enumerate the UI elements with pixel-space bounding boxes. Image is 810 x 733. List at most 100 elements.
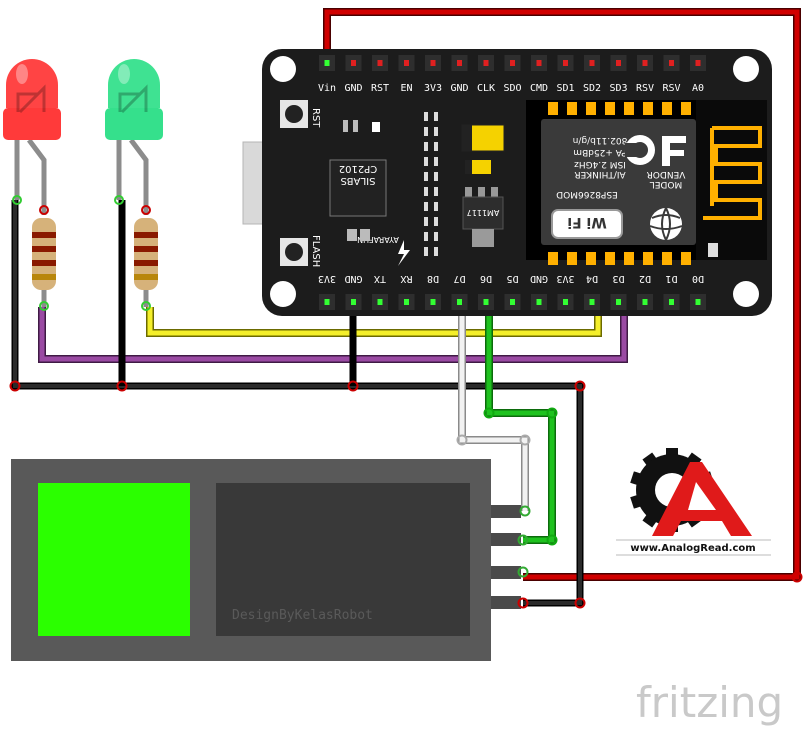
module-text-line: VENDOR xyxy=(647,169,686,179)
logo-url: www.AnalogRead.com xyxy=(630,543,755,554)
bottom-pin-label: D6 xyxy=(480,273,492,284)
bottom-pin xyxy=(663,294,680,310)
module-name: ESP8266MOD xyxy=(556,189,618,199)
regulator-label: AM1117 xyxy=(467,208,500,217)
display-pin-2 xyxy=(491,533,521,546)
rst-button[interactable] xyxy=(280,100,308,128)
bottom-pin-label: D8 xyxy=(427,273,439,284)
bottom-pin-label: D1 xyxy=(665,273,677,284)
bottom-pin xyxy=(690,294,706,310)
top-pin xyxy=(584,55,600,71)
resistor-green xyxy=(114,195,158,311)
top-pin xyxy=(610,55,627,71)
top-pin-label: RSV xyxy=(636,83,654,94)
wire-red-vin-core xyxy=(324,9,800,580)
module-text-line: PA +25dBm xyxy=(573,147,627,157)
flash-button[interactable] xyxy=(280,238,308,266)
bottom-pin xyxy=(451,294,468,310)
display-module: DesignByKelasRobot xyxy=(11,459,531,661)
top-pin xyxy=(531,55,547,71)
display-credit: DesignByKelasRobot xyxy=(232,608,373,623)
bottom-pin xyxy=(557,294,574,310)
antenna-trace xyxy=(703,126,762,220)
bottom-pin-label: 3V3 xyxy=(318,273,336,284)
lightning-icon xyxy=(398,240,410,266)
led-red xyxy=(3,59,61,215)
bottom-pin-label: D2 xyxy=(639,273,651,284)
bottom-pin xyxy=(504,294,521,310)
top-pin-label: CMD xyxy=(530,83,548,94)
flash-label: FLASH xyxy=(310,235,321,267)
wifi-label: Wi Fi xyxy=(567,214,606,230)
fritzing-watermark: fritzing xyxy=(636,678,783,727)
bottom-pin xyxy=(345,294,362,310)
rst-label: RST xyxy=(310,108,321,128)
bottom-pin-label: GND xyxy=(344,273,362,284)
module-text-line: ISM 2.4GHz xyxy=(574,159,626,169)
top-pin xyxy=(478,55,494,71)
wire-green-d6-core xyxy=(486,300,555,543)
top-pin-label: SD1 xyxy=(556,83,574,94)
top-pin-label: RSV xyxy=(662,83,680,94)
top-pin-label: RST xyxy=(371,83,389,94)
chip-label-2: CP2102 xyxy=(339,163,377,174)
bottom-pin xyxy=(372,294,388,310)
top-pin-label: CLK xyxy=(477,83,495,94)
bottom-pin xyxy=(398,294,415,310)
wifi-badge: Wi Fi xyxy=(551,209,623,239)
voltage-regulator: AM1117 xyxy=(462,187,504,247)
bottom-pin xyxy=(610,294,627,310)
bottom-pin xyxy=(478,294,494,310)
top-pin xyxy=(319,55,335,71)
display-pin-3 xyxy=(491,566,521,579)
wire-black-gnd-core xyxy=(13,200,582,605)
bottom-pin-label: D4 xyxy=(586,273,598,284)
top-pin-label: GND xyxy=(344,83,362,94)
wire-purple-d3-core xyxy=(39,300,627,362)
bottom-pin-label: GND xyxy=(530,273,548,284)
display-pin-4 xyxy=(491,596,521,609)
top-pin xyxy=(425,55,441,71)
bottom-pin-label: D7 xyxy=(453,273,465,284)
bottom-pin-label: TX xyxy=(374,273,386,284)
top-pin-label: SDO xyxy=(503,83,521,94)
top-pin xyxy=(372,55,388,71)
brand-label: AYARAFUN xyxy=(357,235,399,244)
chip-label-1: SILABS xyxy=(341,175,376,186)
top-pin xyxy=(504,55,521,71)
top-pin xyxy=(557,55,574,71)
module-text-line: MODEL xyxy=(650,179,682,189)
top-pin-label: 3V3 xyxy=(424,83,442,94)
wire-yellow-d4-core xyxy=(147,300,601,336)
bottom-pin xyxy=(531,294,547,310)
wire-layer xyxy=(9,8,803,609)
display-screen xyxy=(38,483,190,636)
analogread-logo: A www.AnalogRead.com xyxy=(616,448,771,556)
module-text-line: AI/THINKER xyxy=(574,169,625,179)
top-pin-label: SD2 xyxy=(583,83,601,94)
bottom-pin-label: D0 xyxy=(692,273,704,284)
top-pin-label: GND xyxy=(450,83,468,94)
top-pin xyxy=(690,55,706,71)
bottom-pin-label: D3 xyxy=(612,273,624,284)
bottom-pin xyxy=(637,294,653,310)
bottom-pin xyxy=(319,294,335,310)
top-pin-label: Vin xyxy=(318,83,336,94)
top-pin-label: A0 xyxy=(692,83,704,94)
bottom-pin-label: D5 xyxy=(506,273,518,284)
bottom-pin-label: 3V3 xyxy=(556,273,574,284)
bottom-pin xyxy=(425,294,441,310)
bottom-pin-label: RX xyxy=(400,273,412,284)
top-pin xyxy=(451,55,468,71)
top-pin xyxy=(637,55,653,71)
led-green xyxy=(105,59,163,215)
top-pin xyxy=(398,55,415,71)
module-text-line: 802.11b/g/n xyxy=(573,135,628,145)
usb-uart-chip: SILABS CP2102 xyxy=(329,159,387,217)
top-pin-label: SD3 xyxy=(609,83,627,94)
globe-icon xyxy=(649,207,683,241)
wire-white-d7-core xyxy=(459,300,528,511)
